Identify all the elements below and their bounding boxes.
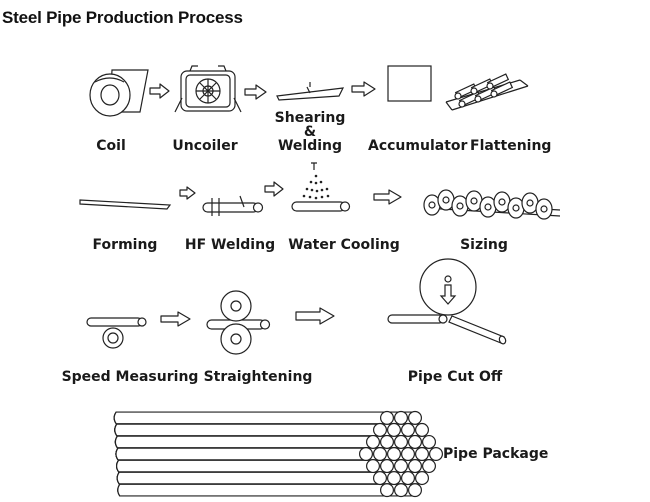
label-coil: Coil (96, 138, 126, 154)
label-sizing: Sizing (460, 237, 508, 253)
pipe-end (408, 410, 423, 425)
label-ampersand: & (303, 124, 317, 140)
flow-arrow-icon (264, 181, 284, 197)
label-uncoiler: Uncoiler (172, 138, 238, 154)
label-shearing: Shearing (274, 110, 346, 126)
label-straightening: Straightening (203, 369, 313, 385)
pipe-end (429, 447, 444, 462)
pipe-rod (117, 483, 416, 497)
pipe-end (394, 410, 409, 425)
pipe-end (408, 434, 423, 449)
label-shearing-welding: Shearing & Welding (275, 111, 346, 153)
pipe-cut-off-icon (387, 258, 507, 345)
label-flattening: Flattening (470, 138, 552, 154)
coil-icon (89, 69, 149, 117)
pipe-end (415, 471, 430, 486)
label-pipe-cut-off: Pipe Cut Off (407, 369, 503, 385)
page-title: Steel Pipe Production Process (2, 8, 243, 27)
pipe-end (401, 447, 416, 462)
label-hf-welding: HF Welding (184, 237, 276, 253)
pipe-end (366, 434, 381, 449)
sizing-icon (423, 189, 561, 220)
pipe-package-icon (113, 410, 444, 498)
pipe-end (387, 422, 402, 437)
pipe-end (380, 410, 395, 425)
pipe-end (394, 434, 409, 449)
pipe-end (401, 422, 416, 437)
label-accumulator: Accumulator (368, 138, 468, 154)
pipe-end (415, 422, 430, 437)
label-forming: Forming (92, 237, 158, 253)
pipe-end (394, 459, 409, 474)
flow-arrow-icon (373, 189, 402, 205)
shearing-welding-icon (276, 82, 345, 101)
label-water-cooling: Water Cooling (288, 237, 400, 253)
forming-icon (79, 199, 172, 210)
flattening-icon (445, 73, 529, 111)
pipe-end (387, 471, 402, 486)
label-speed-measuring: Speed Measuring (61, 369, 199, 385)
pipe-end (373, 447, 388, 462)
pipe-end (422, 434, 437, 449)
pipe-end (408, 483, 423, 498)
pipe-end (394, 483, 409, 498)
hf-welding-icon (202, 195, 264, 216)
flow-arrow-icon (351, 81, 376, 97)
pipe-end (380, 483, 395, 498)
straightening-icon (206, 290, 271, 355)
pipe-end (366, 459, 381, 474)
flow-arrow-icon (149, 83, 170, 99)
pipe-end (408, 459, 423, 474)
speed-measuring-icon (86, 317, 147, 349)
pipe-end (401, 471, 416, 486)
flow-arrow-icon (179, 186, 196, 200)
pipe-end (387, 447, 402, 462)
pipe-end (422, 459, 437, 474)
pipe-end (373, 422, 388, 437)
label-pipe-package: Pipe Package (443, 446, 549, 462)
pipe-rod (113, 411, 416, 425)
water-cooling-icon (291, 162, 351, 212)
flow-arrow-icon (160, 311, 191, 327)
pipe-end (373, 471, 388, 486)
flow-arrow-icon (244, 84, 267, 100)
flow-arrow-icon (295, 307, 335, 325)
accumulator-icon (387, 65, 432, 102)
pipe-end (380, 459, 395, 474)
pipe-end (359, 447, 374, 462)
label-welding: Welding (277, 138, 343, 154)
pipe-end (415, 447, 430, 462)
pipe-end (380, 434, 395, 449)
uncoiler-icon (174, 65, 242, 113)
